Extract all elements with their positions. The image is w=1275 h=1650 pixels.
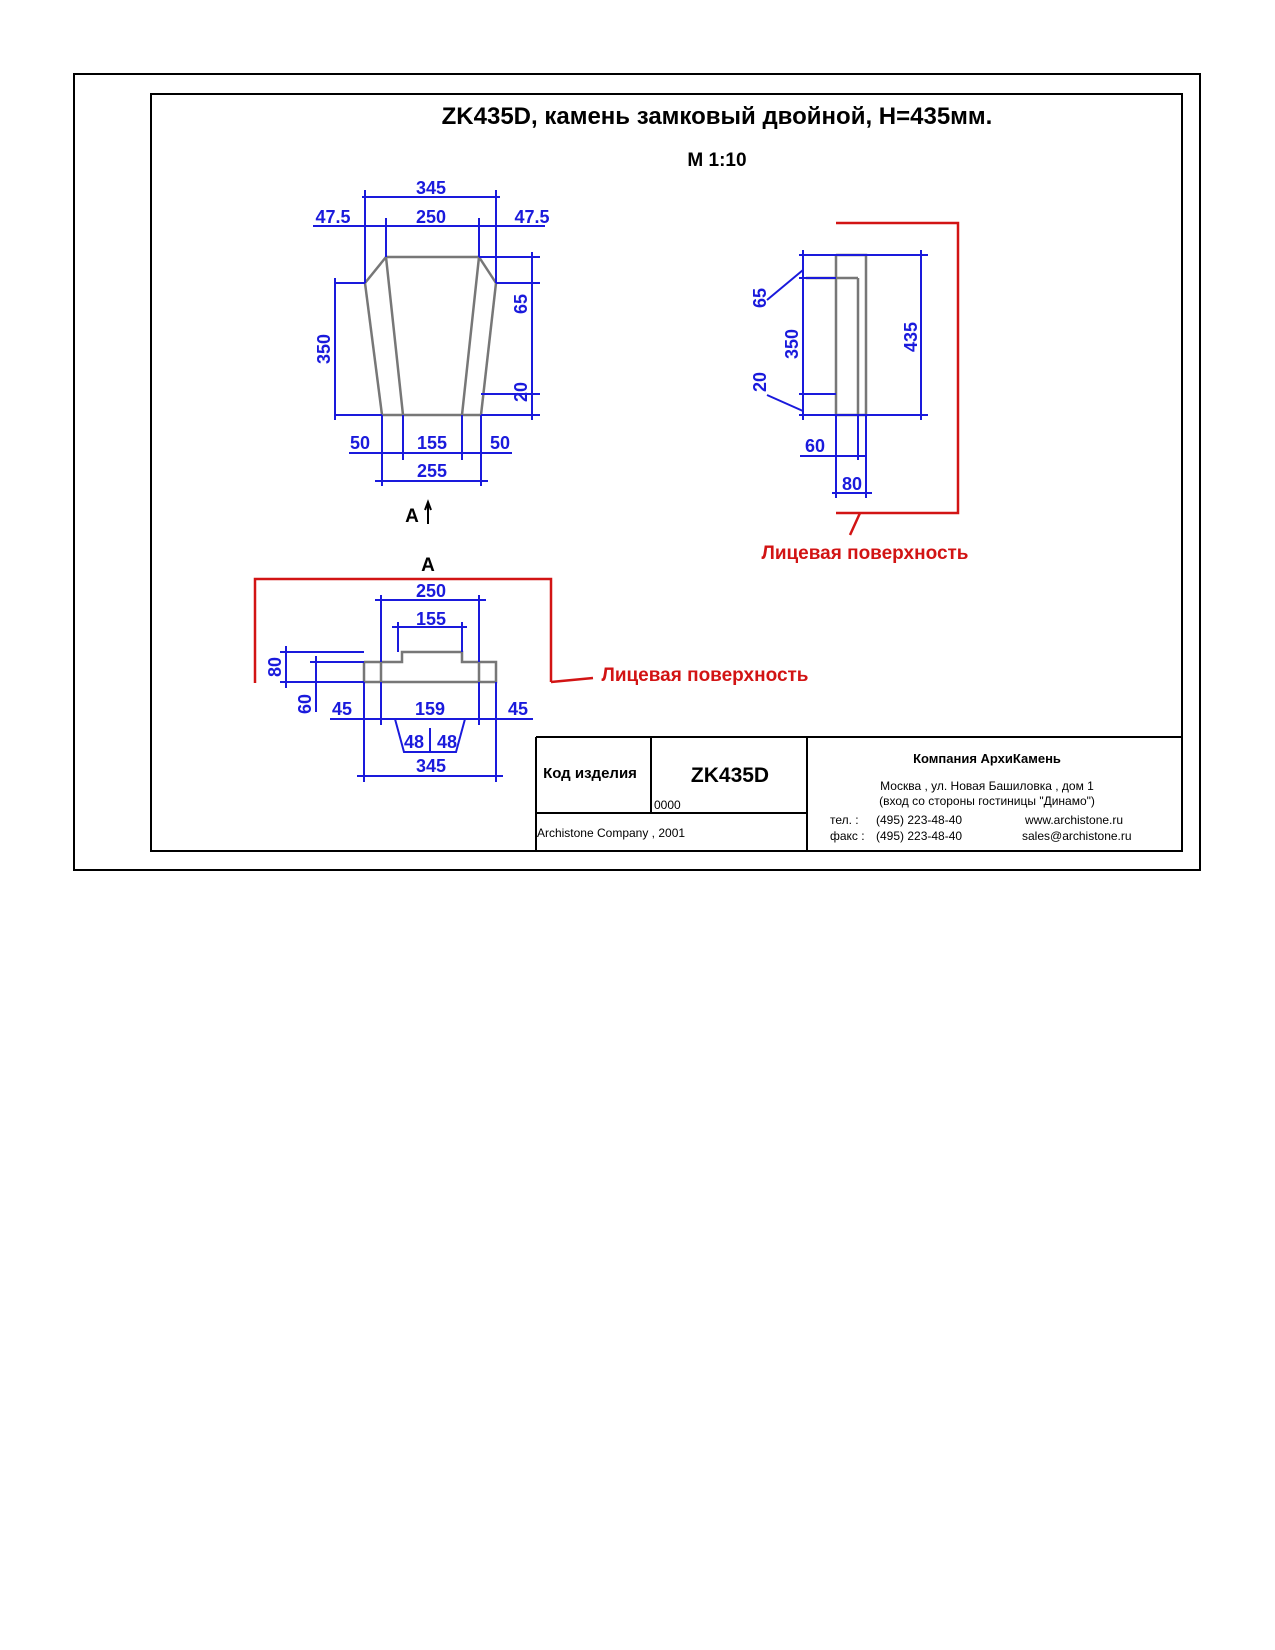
side-dim-20-label: 20 <box>750 372 770 392</box>
tb-website: www.archistone.ru <box>1024 813 1123 827</box>
outer-frame <box>73 73 1201 871</box>
dim-47-5-right: 47.5 <box>514 207 549 227</box>
side-dim-350-label: 350 <box>782 329 802 359</box>
tb-code-value: ZK435D <box>691 764 769 787</box>
plan-view: A Лицевая поверхность 250 155 80 60 4 <box>253 555 809 782</box>
dim-50-right: 50 <box>490 433 510 453</box>
front-view: 345 250 47.5 47.5 350 65 20 50 155 50 25… <box>313 178 550 527</box>
view-marker-a: A <box>405 506 419 527</box>
title-block: Код изделия ZK435D 0000 Archistone Compa… <box>535 736 1182 851</box>
tb-company: Компания АрхиКамень <box>913 751 1061 766</box>
dim-350: 350 <box>314 334 334 364</box>
view-marker-arrowhead <box>424 499 432 511</box>
plan-dim-48-right: 48 <box>437 732 457 752</box>
dim-47-5-left: 47.5 <box>315 207 350 227</box>
tb-copyright: Archistone Company , 2001 <box>537 826 685 840</box>
tb-tel: (495) 223-48-40 <box>876 813 962 827</box>
tb-address-note: (вход со стороны гостиницы "Динамо") <box>879 794 1095 808</box>
front-outline-right-outer <box>479 282 498 416</box>
dim-155: 155 <box>417 433 447 453</box>
plan-dim-159: 159 <box>415 699 445 719</box>
tb-fax: (495) 223-48-40 <box>876 829 962 843</box>
side-dim-80-label: 80 <box>842 474 862 494</box>
tb-code-label: Код изделия <box>543 765 637 782</box>
dim-345: 345 <box>416 178 446 198</box>
face-label-right: Лицевая поверхность <box>761 543 968 564</box>
side-face-bracket <box>836 221 960 515</box>
inner-frame <box>150 93 1183 852</box>
side-face-leader <box>848 512 862 536</box>
plan-dim-155-label: 155 <box>416 609 446 629</box>
tb-tel-label: тел. : <box>830 813 859 827</box>
dim-250: 250 <box>416 207 446 227</box>
tb-email: sales@archistone.ru <box>1022 829 1132 843</box>
tb-code-number: 0000 <box>654 798 681 812</box>
plan-dim-48-left: 48 <box>404 732 424 752</box>
plan-outline <box>362 650 498 684</box>
plan-dim-60-label: 60 <box>295 694 315 714</box>
plan-dim-80-label: 80 <box>265 657 285 677</box>
side-leader-65 <box>766 269 804 301</box>
side-dim-60-label: 60 <box>805 436 825 456</box>
dim-255: 255 <box>417 461 447 481</box>
dim-20: 20 <box>511 382 531 402</box>
plan-dim-345-label: 345 <box>416 756 446 776</box>
side-dim-435-label: 435 <box>901 322 921 352</box>
tb-address: Москва , ул. Новая Башиловка , дом 1 <box>880 779 1094 793</box>
dim-65: 65 <box>511 294 531 314</box>
side-leader-20 <box>766 394 804 412</box>
plan-face-leader <box>550 676 594 684</box>
drawing-title: ZK435D, камень замковый двойной, H=435мм… <box>442 103 993 130</box>
side-dim-65-label: 65 <box>750 288 770 308</box>
dim-50-left: 50 <box>350 433 370 453</box>
face-label-bottom: Лицевая поверхность <box>601 665 808 686</box>
drawing-scale: M 1:10 <box>687 150 746 171</box>
front-outline-left-outer <box>363 282 384 416</box>
plan-dim-45-right: 45 <box>508 699 528 719</box>
tb-fax-label: факс : <box>830 829 865 843</box>
plan-face-bracket <box>253 577 553 683</box>
view-title-a: A <box>421 555 435 576</box>
plan-dim-250-label: 250 <box>416 581 446 601</box>
side-view: 65 350 20 435 60 80 Лицевая поверхность <box>750 221 969 564</box>
plan-dim-45-left: 45 <box>332 699 352 719</box>
